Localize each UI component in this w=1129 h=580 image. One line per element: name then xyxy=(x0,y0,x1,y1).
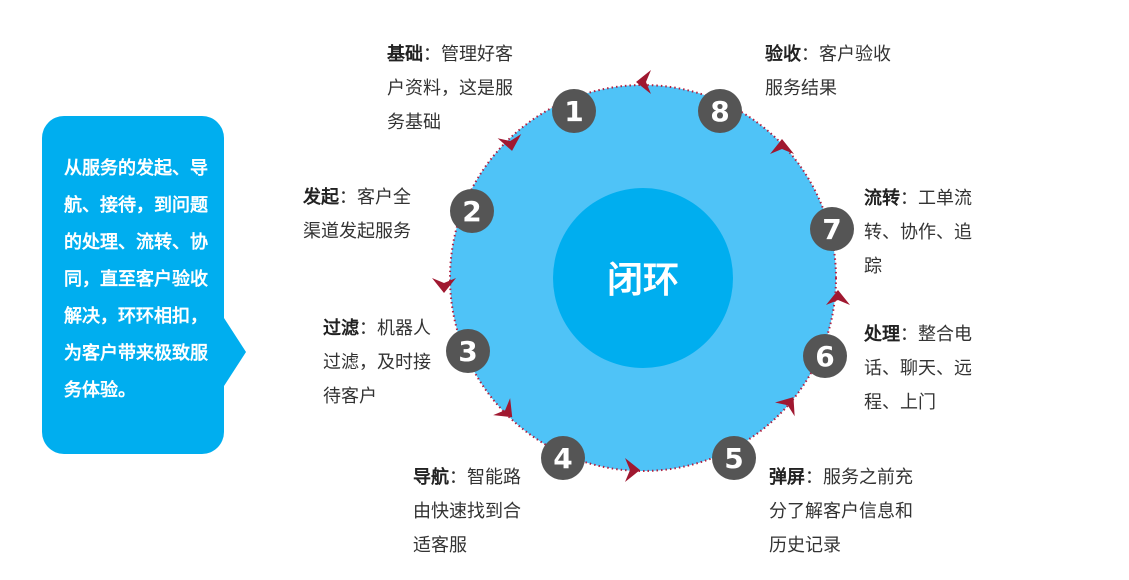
step-label-5: 弹屏：服务之前充分了解客户信息和历史记录 xyxy=(769,461,929,563)
step-title: 弹屏 xyxy=(769,467,805,488)
step-number: 3 xyxy=(458,335,477,368)
flow-arrow-8 xyxy=(636,70,651,94)
step-node-6: 6 xyxy=(803,334,847,378)
step-label-2: 发起：客户全渠道发起服务 xyxy=(303,181,423,249)
flow-arrow-3 xyxy=(493,398,513,418)
step-node-5: 5 xyxy=(712,436,756,480)
callout-pointer xyxy=(224,318,246,386)
step-description: ：服务之前充分了解客户信息和历史记录 xyxy=(769,467,913,556)
step-description: ：整合电话、聊天、远程、上门 xyxy=(864,324,972,413)
step-node-1: 1 xyxy=(552,89,596,133)
step-number: 2 xyxy=(462,195,481,228)
step-description: ：机器人过滤，及时接待客户 xyxy=(323,318,431,407)
inner-circle xyxy=(553,188,733,368)
summary-callout xyxy=(42,116,224,454)
step-node-circle xyxy=(446,329,490,373)
step-node-circle xyxy=(450,189,494,233)
step-title: 基础 xyxy=(387,44,423,65)
step-description: ：客户全渠道发起服务 xyxy=(303,187,411,242)
step-title: 导航 xyxy=(413,467,449,488)
step-node-circle xyxy=(541,436,585,480)
step-label-8: 验收：客户验收服务结果 xyxy=(765,38,905,106)
step-number: 6 xyxy=(815,340,834,373)
step-node-2: 2 xyxy=(450,189,494,233)
flow-arrow-6 xyxy=(826,290,850,305)
step-number: 8 xyxy=(710,95,729,128)
step-node-3: 3 xyxy=(446,329,490,373)
step-number: 4 xyxy=(553,442,572,475)
flow-arrow-5 xyxy=(775,397,795,417)
step-label-7: 流转：工单流转、协作、追踪 xyxy=(864,182,982,284)
step-node-circle xyxy=(803,334,847,378)
step-title: 过滤 xyxy=(323,318,359,339)
step-description: ：客户验收服务结果 xyxy=(765,44,891,99)
step-node-7: 7 xyxy=(810,207,854,251)
step-title: 发起 xyxy=(303,187,339,208)
step-title: 验收 xyxy=(765,44,801,65)
flow-arrow-7 xyxy=(770,139,794,154)
summary-text: 从服务的发起、导航、接待，到问题的处理、流转、协同，直至客户验收解决，环环相扣，… xyxy=(64,158,208,401)
step-title: 流转 xyxy=(864,188,900,209)
step-number: 7 xyxy=(822,213,841,246)
step-node-circle xyxy=(552,89,596,133)
step-label-4: 导航：智能路由快速找到合适客服 xyxy=(413,461,533,563)
center-label: 闭环 xyxy=(607,260,679,301)
step-node-circle xyxy=(698,89,742,133)
step-description: ：管理好客户资料，这是服务基础 xyxy=(387,44,513,133)
flow-arrow-4 xyxy=(625,458,640,482)
step-node-circle xyxy=(810,207,854,251)
step-node-4: 4 xyxy=(541,436,585,480)
step-node-8: 8 xyxy=(698,89,742,133)
step-label-3: 过滤：机器人过滤，及时接待客户 xyxy=(323,312,448,414)
step-number: 1 xyxy=(564,95,583,128)
step-label-1: 基础：管理好客户资料，这是服务基础 xyxy=(387,38,527,140)
step-number: 5 xyxy=(724,442,743,475)
step-description: ：智能路由快速找到合适客服 xyxy=(413,467,521,556)
flow-arrow-1 xyxy=(497,134,522,151)
step-description: ：工单流转、协作、追踪 xyxy=(864,188,972,277)
step-node-circle xyxy=(712,436,756,480)
step-label-6: 处理：整合电话、聊天、远程、上门 xyxy=(864,318,982,420)
step-title: 处理 xyxy=(864,324,900,345)
flow-arrow-2 xyxy=(432,278,456,293)
